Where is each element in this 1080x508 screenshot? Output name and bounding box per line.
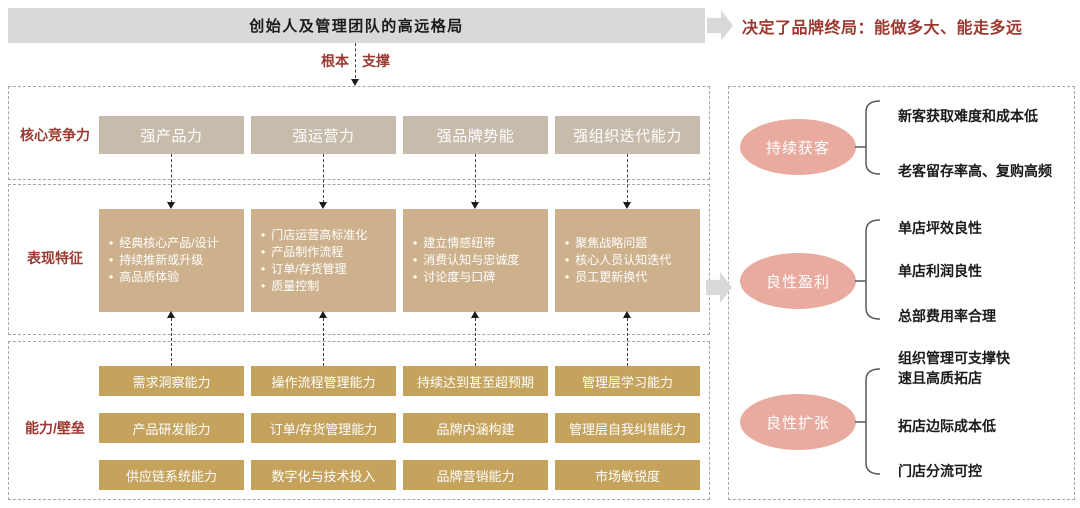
ellipse-profitability: 良性盈利 <box>740 253 856 309</box>
bullet-item: 经典核心产品/设计 <box>109 235 227 252</box>
section-frame-capabilities <box>8 341 710 500</box>
bullet-item: 员工更新换代 <box>565 269 683 286</box>
feature-box: 门店运营高标准化 产品制作流程 订单/存货管理 质量控制 <box>251 209 396 312</box>
section-label-capabilities: 能力/壁垒 <box>25 420 85 436</box>
capability-box: 管理层学习能力 <box>555 366 700 396</box>
capability-box: 品牌内涵构建 <box>403 413 548 443</box>
arrowhead-down-icon <box>351 79 359 86</box>
connector-line <box>323 154 324 203</box>
root-label: 根本 <box>321 53 349 69</box>
outcome-item: 总部费用率合理 <box>898 308 996 324</box>
section-frame-core <box>8 86 710 180</box>
arrowhead-up-icon <box>623 311 631 318</box>
connector-line <box>323 318 324 366</box>
arrowhead-down-icon <box>623 202 631 209</box>
banner-title: 创始人及管理团队的高远格局 <box>249 18 464 35</box>
outcome-item: 老客留存率高、复购高频 <box>898 163 1052 179</box>
outcome-item: 单店坪效良性 <box>898 220 982 236</box>
arrowhead-up-icon <box>167 311 175 318</box>
capability-box: 品牌营销能力 <box>403 460 548 490</box>
bullet-item: 高品质体验 <box>109 269 227 286</box>
bullet-item: 聚焦战略问题 <box>565 235 683 252</box>
connector-line <box>171 318 172 366</box>
section-frame-outcomes <box>728 86 1075 500</box>
arrowhead-down-icon <box>319 202 327 209</box>
core-box: 强运营力 <box>251 116 396 154</box>
bullet-item: 门店运营高标准化 <box>261 227 379 244</box>
ellipse-acquisition: 持续获客 <box>740 119 856 175</box>
capability-box: 持续达到甚至超预期 <box>403 366 548 396</box>
top-banner: 创始人及管理团队的高远格局 <box>8 8 705 43</box>
bullet-item: 讨论度与口碑 <box>413 269 531 286</box>
arrowhead-up-icon <box>319 311 327 318</box>
connector-line <box>171 154 172 203</box>
bracket-icon <box>855 100 881 175</box>
capability-box: 操作流程管理能力 <box>251 366 396 396</box>
connector-line <box>355 43 356 78</box>
capability-box: 管理层自我纠错能力 <box>555 413 700 443</box>
capability-box: 市场敏锐度 <box>555 460 700 490</box>
connector-line <box>475 154 476 203</box>
feature-box: 聚焦战略问题 核心人员认知迭代 员工更新换代 <box>555 209 700 312</box>
bullet-item: 质量控制 <box>261 278 379 295</box>
bracket-icon <box>855 368 881 475</box>
bullet-item: 建立情感纽带 <box>413 235 531 252</box>
connector-line <box>475 318 476 366</box>
capability-box: 供应链系统能力 <box>99 460 244 490</box>
core-box: 强产品力 <box>99 116 244 154</box>
outcome-item: 门店分流可控 <box>898 463 982 479</box>
section-frame-features <box>8 184 710 335</box>
section-label-features: 表现特征 <box>27 250 83 266</box>
feature-box: 经典核心产品/设计 持续推新或升级 高品质体验 <box>99 209 244 312</box>
connector-line <box>627 154 628 203</box>
arrowhead-down-icon <box>167 202 175 209</box>
bullet-item: 持续推新或升级 <box>109 252 227 269</box>
outcome-item: 新客获取难度和成本低 <box>898 108 1038 124</box>
bullet-item: 订单/存货管理 <box>261 261 379 278</box>
feature-box: 建立情感纽带 消费认知与忠诚度 讨论度与口碑 <box>403 209 548 312</box>
capability-box: 需求洞察能力 <box>99 366 244 396</box>
bullet-item: 消费认知与忠诚度 <box>413 252 531 269</box>
outcome-headline: 决定了品牌终局：能做多大、能走多远 <box>742 19 1023 37</box>
outcome-item: 拓店边际成本低 <box>898 418 996 434</box>
bullet-item: 核心人员认知迭代 <box>565 252 683 269</box>
support-label: 支撑 <box>362 53 390 69</box>
section-label-core: 核心竞争力 <box>20 127 90 143</box>
bullet-item: 产品制作流程 <box>261 244 379 261</box>
capability-box: 产品研发能力 <box>99 413 244 443</box>
outcome-item: 组织管理可支撑快速且高质拓店 <box>898 350 1010 386</box>
core-box: 强组织迭代能力 <box>555 116 700 154</box>
arrowhead-up-icon <box>471 311 479 318</box>
outcome-item: 单店利润良性 <box>898 263 982 279</box>
core-box: 强品牌势能 <box>403 116 548 154</box>
capability-box: 订单/存货管理能力 <box>251 413 396 443</box>
arrow-right-icon <box>707 9 733 42</box>
bracket-icon <box>855 219 881 320</box>
capability-box: 数字化与技术投入 <box>251 460 396 490</box>
arrowhead-down-icon <box>471 202 479 209</box>
ellipse-expansion: 良性扩张 <box>740 394 856 450</box>
connector-line <box>627 318 628 366</box>
